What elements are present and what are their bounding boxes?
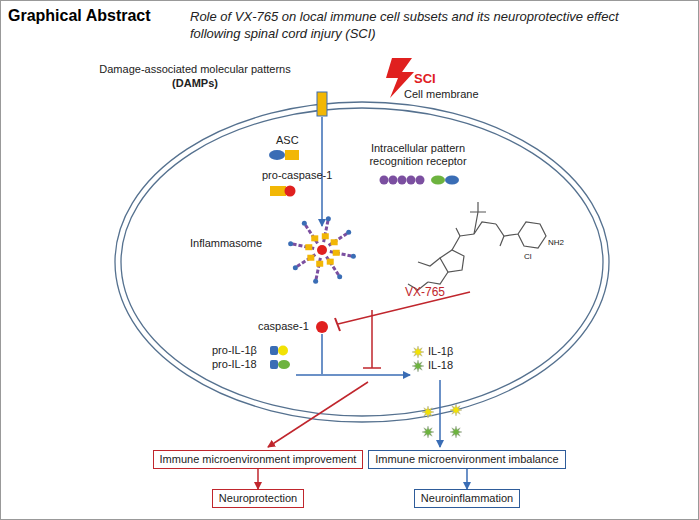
inflammasome-unit [351, 254, 356, 259]
cytokine-label: pro-IL-1β [212, 344, 257, 357]
box-text: Neuroinflammation [421, 492, 513, 504]
asc-icon [269, 150, 299, 160]
protein-label: pro-caspase-1 [262, 169, 332, 182]
cytokine-star [450, 404, 462, 416]
damps-label: (DAMPs) [172, 77, 218, 90]
inflammasome-arm [297, 254, 315, 266]
receptor [317, 92, 327, 116]
injury-label: SCI [414, 72, 436, 85]
cytokine-label: pro-IL-18 [212, 358, 257, 371]
inflammasome-arm [329, 233, 347, 245]
inflammasome-unit [305, 244, 312, 250]
receptor-bead [431, 176, 445, 185]
receptor-bead [398, 176, 407, 185]
atom-label: NH2 [548, 238, 564, 247]
inflammasome-unit [333, 250, 340, 256]
damps-label: Damage-associated molecular patterns [99, 63, 290, 76]
inflammasome-unit [346, 230, 351, 235]
caspase-1-dot [316, 321, 328, 333]
cytokine-star [450, 426, 462, 438]
inhibit-line [363, 310, 381, 368]
cell-membrane-outer [115, 102, 609, 422]
atom-label: Cl [524, 252, 532, 261]
inflammasome-unit [327, 259, 334, 265]
box-text: Immune microenvironment imbalance [375, 453, 558, 465]
inflammasome-unit [288, 241, 293, 246]
outcome-box: Immune microenvironment imbalance [368, 450, 565, 469]
connector [257, 469, 259, 489]
inflammasome-unit [322, 233, 329, 239]
enzyme-label: caspase-1 [258, 320, 309, 333]
receptor-bead [416, 176, 425, 185]
receptor-icon [380, 176, 460, 185]
cell-membrane-inner [121, 108, 603, 416]
cytokine-stars [412, 346, 462, 438]
inflammasome-unit [313, 279, 318, 284]
inflammasome-unit [311, 235, 318, 241]
cytokine-label: IL-18 [428, 359, 453, 372]
outcome-box: Neuroinflammation [414, 489, 520, 508]
signal-arrow [296, 374, 410, 376]
title: Graphical Abstract [8, 7, 151, 25]
inflammasome-core [317, 245, 327, 255]
drug-label: VX-765 [405, 286, 445, 299]
receptor-bead [380, 176, 389, 185]
cytokine-star [412, 360, 424, 372]
outcome-box: Immune microenvironment improvement [153, 450, 364, 469]
receptor-bead [389, 176, 398, 185]
protein-label: ASC [276, 134, 299, 147]
inflammasome-arm [326, 257, 338, 275]
receptor-bead [445, 176, 459, 185]
vx765-structure [408, 202, 546, 290]
cytokine-star [422, 406, 434, 418]
pro-il-icons [270, 346, 290, 370]
box-text: Immune microenvironment improvement [160, 453, 357, 465]
complex-label: Inflammasome [190, 237, 262, 250]
cytokine-label: IL-1β [428, 345, 453, 358]
outcome-arrow [439, 380, 441, 447]
inflammasome-icon [288, 216, 356, 284]
inhibit-line [338, 292, 470, 324]
membrane-label: Cell membrane [404, 88, 479, 101]
inflammasome-unit [331, 239, 338, 245]
inflammasome-arm [305, 225, 317, 243]
cytokine-star [412, 346, 424, 358]
receptor-bead [407, 176, 416, 185]
signal-line [321, 334, 323, 374]
inflammasome-unit [307, 255, 314, 261]
pro-caspase-icon [270, 186, 296, 197]
inhibit-bar [335, 318, 340, 331]
cytokine-star [422, 426, 434, 438]
inflammasome-unit [302, 221, 307, 226]
inflammasome-unit [337, 274, 342, 279]
inflammasome-unit [326, 216, 331, 221]
caption: Role of VX-765 on local immune cell subs… [190, 8, 660, 42]
inflammasome-unit [316, 261, 323, 267]
protein-label: Intracellular pattern recognition recept… [353, 142, 483, 168]
box-text: Neuroprotection [219, 492, 297, 504]
outcome-box: Neuroprotection [212, 489, 304, 508]
outcome-arrow [268, 382, 368, 447]
connector [466, 469, 468, 489]
inflammasome-unit [293, 265, 298, 270]
